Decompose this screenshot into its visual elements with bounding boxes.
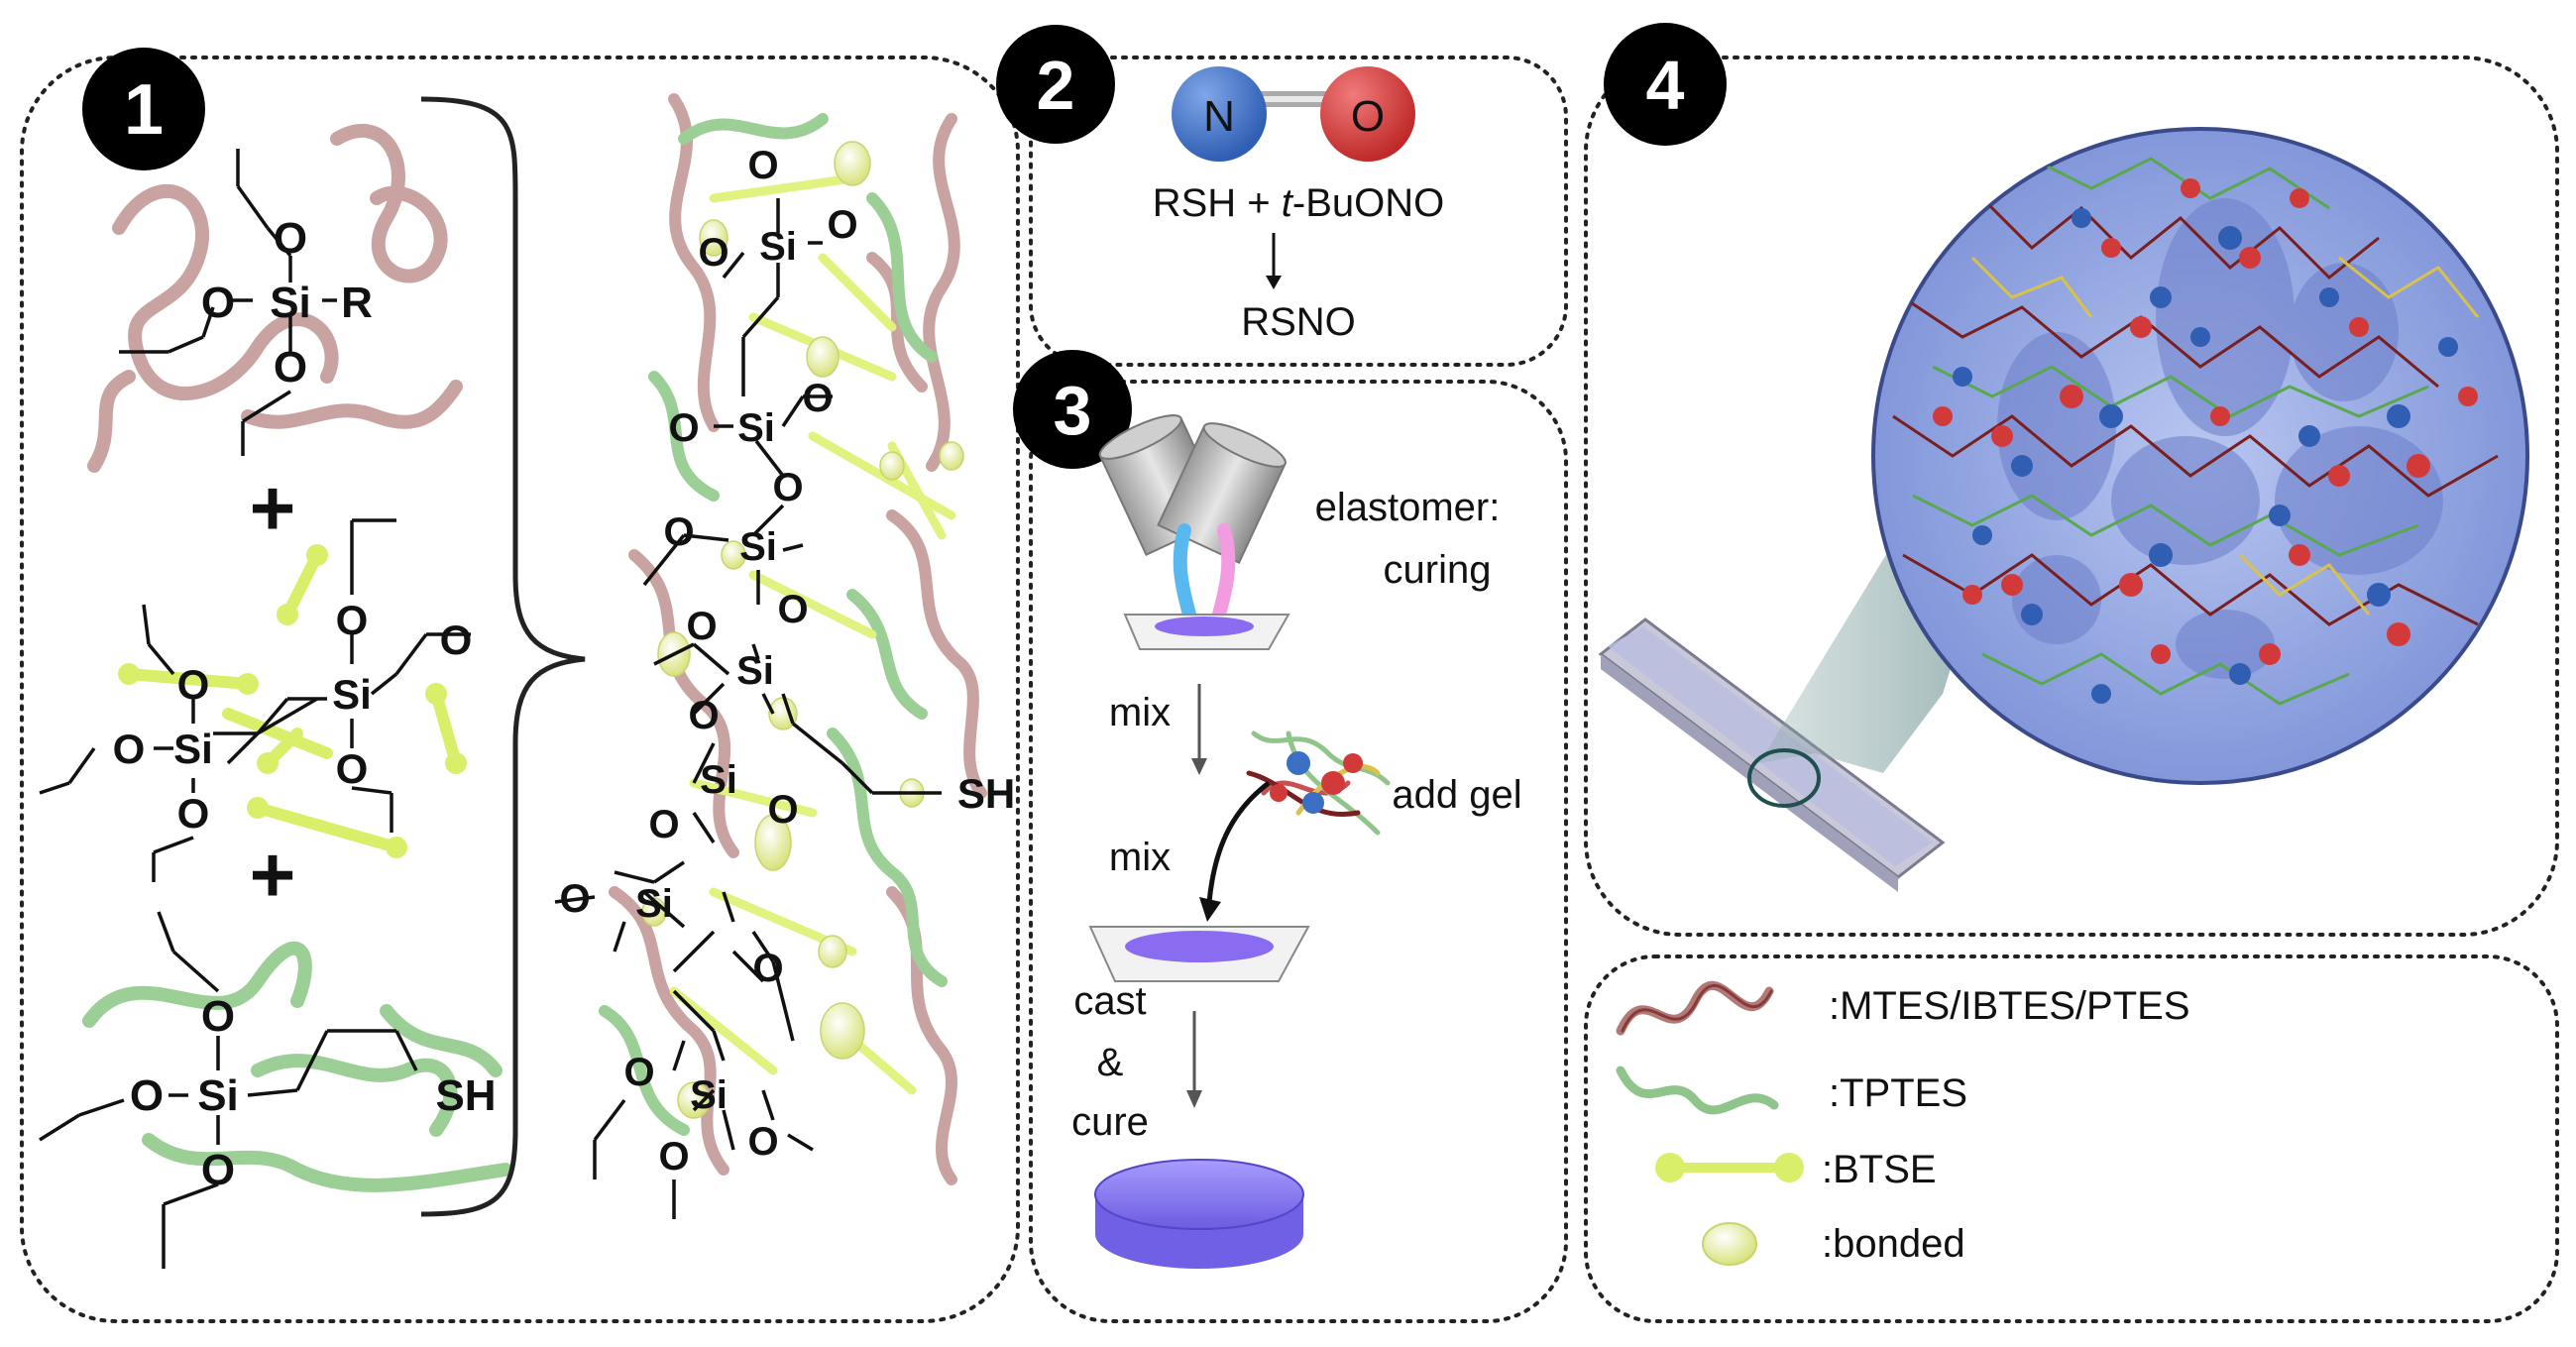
elastomer-label: elastomer: [1315, 486, 1501, 529]
atom-si: Si [173, 726, 213, 772]
atom-o: O [663, 510, 694, 554]
atom-o: O [274, 214, 307, 263]
atom-si: Si [690, 1073, 728, 1117]
atom-o: O [827, 203, 857, 247]
cured-disk-icon [1094, 1159, 1304, 1269]
crosslinked-network: O Si O O O Si O O O Si O O Si O Si O O O… [554, 93, 1015, 1219]
process-arrow [1186, 1011, 1202, 1108]
atom-o: O [698, 231, 728, 275]
atom-si: Si [270, 279, 311, 327]
atom-o: O [648, 803, 679, 846]
atom-o: O [747, 1120, 778, 1164]
nitrosation-reaction: RSH + t-BuONO [1153, 181, 1445, 225]
plus-sign: + [250, 831, 296, 919]
atom-o: O [201, 279, 235, 327]
atom-o: O [686, 605, 717, 648]
cure-label: cure [1071, 1100, 1149, 1144]
magnified-spot [1747, 748, 1821, 808]
legend-item-bonded: :bonded [1702, 1222, 1965, 1266]
panel-2-number: 2 [1037, 47, 1075, 124]
plus-sign: + [250, 464, 296, 552]
panel-1-frame [20, 56, 1020, 1323]
precursor-thiol-silane: O O Si O SH [39, 911, 512, 1269]
precursor-btse: O O Si O O Si O O [39, 518, 473, 882]
atom-o: O [777, 588, 808, 631]
panel-1-number: 1 [124, 70, 164, 150]
legend-label-btse: :BTSE [1822, 1148, 1937, 1191]
nitrogen-atom-label: N [1203, 92, 1235, 141]
atom-o: O [658, 1135, 689, 1179]
atom-o: O [177, 661, 210, 708]
atom-o: O [201, 1146, 235, 1194]
atom-si: Si [736, 649, 774, 693]
panel-3-number: 3 [1054, 372, 1092, 449]
thiol-group: SH [435, 1071, 496, 1120]
atom-si: Si [700, 758, 737, 802]
atom-o: O [336, 597, 369, 643]
atom-si: Si [197, 1071, 239, 1120]
add-gel-label: add gel [1392, 773, 1521, 817]
atom-si: Si [737, 406, 775, 450]
rsno-product: RSNO [1241, 300, 1356, 344]
atom-r: R [341, 279, 373, 327]
panel-3-frame [1029, 380, 1568, 1323]
gel-cluster-icon [1246, 730, 1391, 836]
add-gel-arrow [1206, 781, 1271, 903]
atom-o: O [113, 726, 146, 772]
thiol-group: SH [957, 770, 1015, 817]
mix-label-2: mix [1109, 836, 1171, 879]
atom-o: O [767, 788, 798, 832]
cast-label: cast [1073, 979, 1146, 1023]
no-molecule: N O [1172, 66, 1415, 162]
atom-o: O [772, 466, 803, 509]
mix-label-1: mix [1109, 691, 1171, 734]
curing-label: curing [1384, 548, 1492, 592]
panel-2-frame [1029, 56, 1568, 367]
ampersand-label: & [1097, 1041, 1124, 1084]
atom-si: Si [759, 225, 797, 269]
atom-o: O [177, 790, 210, 837]
panel-4-frame [1584, 56, 2559, 937]
panel-4-number: 4 [1646, 47, 1685, 124]
oxygen-atom-label: O [1351, 92, 1385, 141]
atom-o: O [802, 377, 833, 420]
panel-2-badge: 2 [996, 25, 1115, 144]
atom-o: O [336, 745, 369, 792]
process-arrow [1191, 684, 1207, 775]
atom-o: O [201, 992, 235, 1041]
atom-o: O [752, 947, 783, 990]
atom-o: O [440, 617, 473, 663]
atom-o: O [623, 1051, 654, 1094]
legend-label-bonded: :bonded [1822, 1222, 1965, 1266]
pouring-cans-icon [1098, 414, 1290, 650]
reaction-arrow [1266, 233, 1282, 289]
atom-si: Si [635, 882, 673, 926]
atom-o: O [747, 144, 778, 187]
precursor-alkyl-silane: O O Si R O [87, 124, 463, 473]
atom-si: Si [332, 671, 372, 718]
mold-with-mixture [1088, 926, 1310, 982]
panel-1-badge: 1 [82, 48, 205, 170]
atom-o: O [668, 406, 699, 450]
legend-label-mtes: :MTES/IBTES/PTES [1829, 984, 2190, 1028]
atom-o: O [688, 694, 719, 737]
legend-item-mtes: :MTES/IBTES/PTES [1616, 981, 2190, 1036]
legend-frame [1584, 954, 2559, 1323]
legend-item-tptes: :TPTES [1616, 1066, 1967, 1115]
atom-o: O [559, 877, 590, 921]
magnified-network-view [1871, 127, 2529, 785]
legend-item-btse: :BTSE [1655, 1148, 1937, 1191]
atom-o: O [130, 1071, 164, 1120]
atom-si: Si [739, 525, 777, 569]
legend-label-tptes: :TPTES [1829, 1071, 1967, 1115]
panel-3-badge: 3 [1013, 350, 1132, 469]
grouping-bracket [420, 96, 586, 1217]
atom-o: O [274, 343, 307, 392]
panel-4-badge: 4 [1604, 23, 1727, 146]
